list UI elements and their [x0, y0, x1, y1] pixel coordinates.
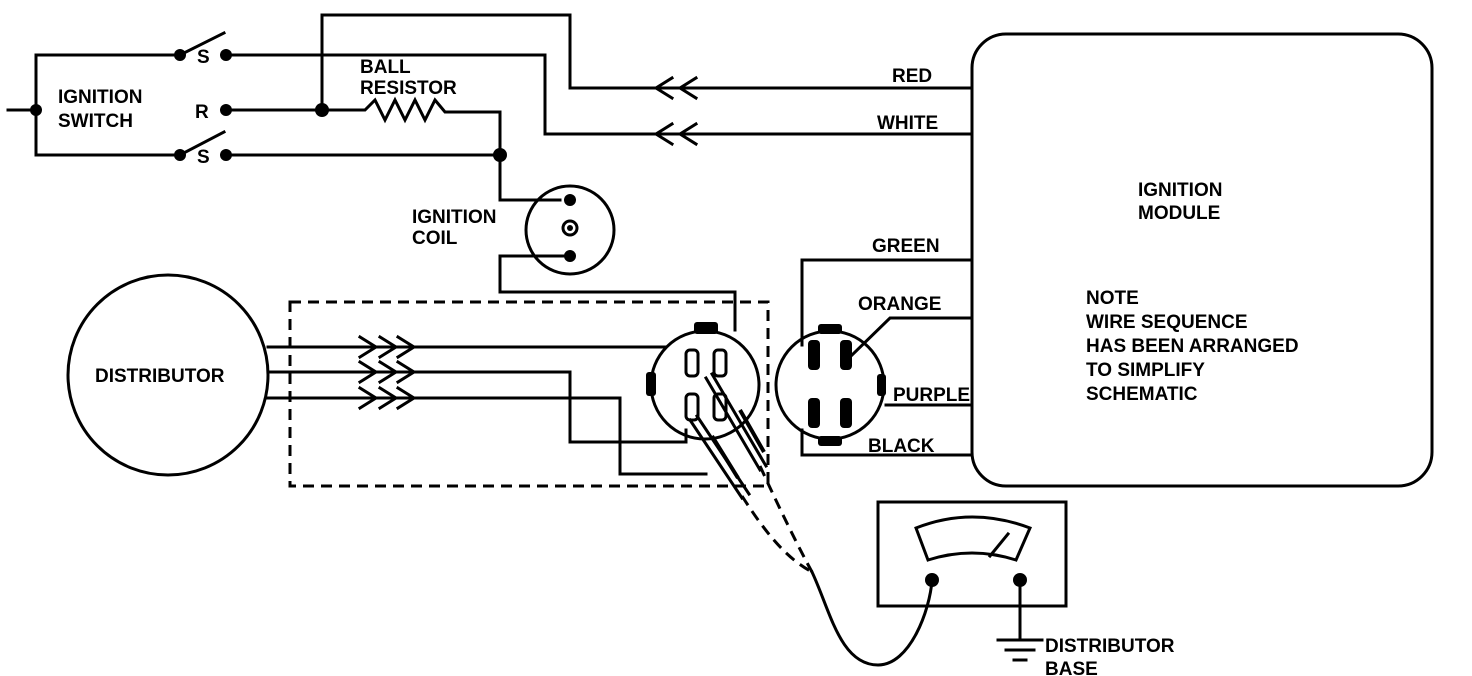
- ignition-coil-label-2: COIL: [412, 228, 458, 249]
- distributor-label: DISTRIBUTOR: [95, 366, 225, 387]
- module-feed-wires: RED WHITE: [224, 13, 972, 147]
- distributor-base-label-1: DISTRIBUTOR: [1045, 636, 1175, 657]
- ignition-coil-label-1: IGNITION: [412, 207, 496, 228]
- test-meter: DISTRIBUTOR BASE: [876, 500, 1175, 676]
- wire-white-label: WHITE: [877, 113, 938, 134]
- ignition-module: IGNITION MODULE NOTE WIRE SEQUENCE HAS B…: [970, 32, 1434, 488]
- distributor-base-label-2: BASE: [1045, 659, 1098, 676]
- distributor: DISTRIBUTOR: [66, 273, 270, 477]
- ball-resistor: BALL RESISTOR: [224, 57, 562, 202]
- ignition-switch-label-2: SWITCH: [58, 111, 133, 132]
- note-line-4: TO SIMPLIFY: [1086, 360, 1205, 381]
- ball-resistor-label-2: RESISTOR: [360, 78, 457, 99]
- switch-s-top-label: S: [197, 47, 210, 68]
- module-connector: [774, 324, 886, 446]
- note-line-2: WIRE SEQUENCE: [1086, 312, 1248, 333]
- note-line-1: NOTE: [1086, 288, 1139, 309]
- ignition-switch: IGNITION SWITCH S R S: [6, 30, 232, 168]
- wire-green-label: GREEN: [872, 236, 940, 257]
- switch-r-label: R: [195, 102, 209, 123]
- distributor-connector: [646, 322, 761, 441]
- wire-purple-label: PURPLE: [893, 385, 970, 406]
- ignition-module-label-2: MODULE: [1138, 203, 1220, 224]
- wire-red-label: RED: [892, 66, 932, 87]
- ball-resistor-label-1: BALL: [360, 57, 411, 78]
- distributor-leads: [266, 334, 708, 476]
- wire-black-label: BLACK: [868, 436, 935, 457]
- module-connector-wires: GREEN ORANGE PURPLE BLACK: [800, 236, 974, 457]
- ignition-coil: IGNITION COIL: [412, 184, 737, 332]
- note-line-5: SCHEMATIC: [1086, 384, 1198, 405]
- test-probes: [687, 371, 934, 667]
- ignition-switch-label-1: IGNITION: [58, 87, 142, 108]
- wire-orange-label: ORANGE: [858, 294, 941, 315]
- note-line-3: HAS BEEN ARRANGED: [1086, 336, 1299, 357]
- connector-enclosure: [288, 300, 770, 488]
- ignition-module-label-1: IGNITION: [1138, 180, 1222, 201]
- switch-s-bottom-label: S: [197, 147, 210, 168]
